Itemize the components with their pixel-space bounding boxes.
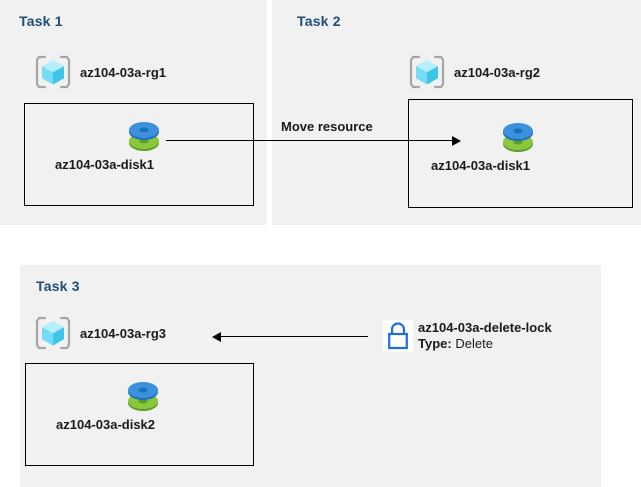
resource-label: az104-03a-disk1 xyxy=(431,158,531,173)
lock-arrow-head xyxy=(212,332,221,342)
disk-icon xyxy=(499,118,537,158)
resource-group-icon xyxy=(408,53,446,91)
disk-icon xyxy=(124,377,162,417)
task-1-panel: Task 1 az104-03a-rg1 az104-03a-disk1 xyxy=(0,0,267,225)
task-2-panel: Task 2 az104-03a-rg2 az104-03a-disk1 xyxy=(272,0,641,225)
task-2-resource-box: az104-03a-disk1 xyxy=(408,99,633,208)
lock-type-value: Delete xyxy=(455,336,493,351)
lock-icon xyxy=(383,320,413,352)
task-3-panel: Task 3 az104-03a-rg3 az104-03a-disk2 xyxy=(20,265,601,487)
resource-label: az104-03a-disk2 xyxy=(56,417,156,432)
move-resource-arrow-head xyxy=(452,136,461,146)
resource-group-label: az104-03a-rg1 xyxy=(80,65,166,80)
lock-type-row: Type: Delete xyxy=(418,336,552,352)
lock-name: az104-03a-delete-lock xyxy=(418,320,552,335)
resource-group-icon xyxy=(34,314,72,352)
lock-type-key: Type: xyxy=(418,336,452,351)
lock-arrow-line xyxy=(220,336,368,337)
resource-label: az104-03a-disk1 xyxy=(55,157,155,172)
resource-group-label: az104-03a-rg3 xyxy=(80,326,166,341)
task-3-resource-box: az104-03a-disk2 xyxy=(25,363,254,466)
move-resource-arrow-line xyxy=(166,140,454,141)
task-1-resource-box: az104-03a-disk1 xyxy=(24,103,254,206)
lock-details: az104-03a-delete-lock Type: Delete xyxy=(418,320,552,352)
task-3-title: Task 3 xyxy=(36,278,80,294)
move-resource-label: Move resource xyxy=(281,119,373,134)
disk-icon xyxy=(125,117,163,157)
task-1-title: Task 1 xyxy=(19,13,63,29)
resource-group-icon xyxy=(34,53,72,91)
task-2-title: Task 2 xyxy=(297,13,341,29)
resource-group-label: az104-03a-rg2 xyxy=(454,65,540,80)
